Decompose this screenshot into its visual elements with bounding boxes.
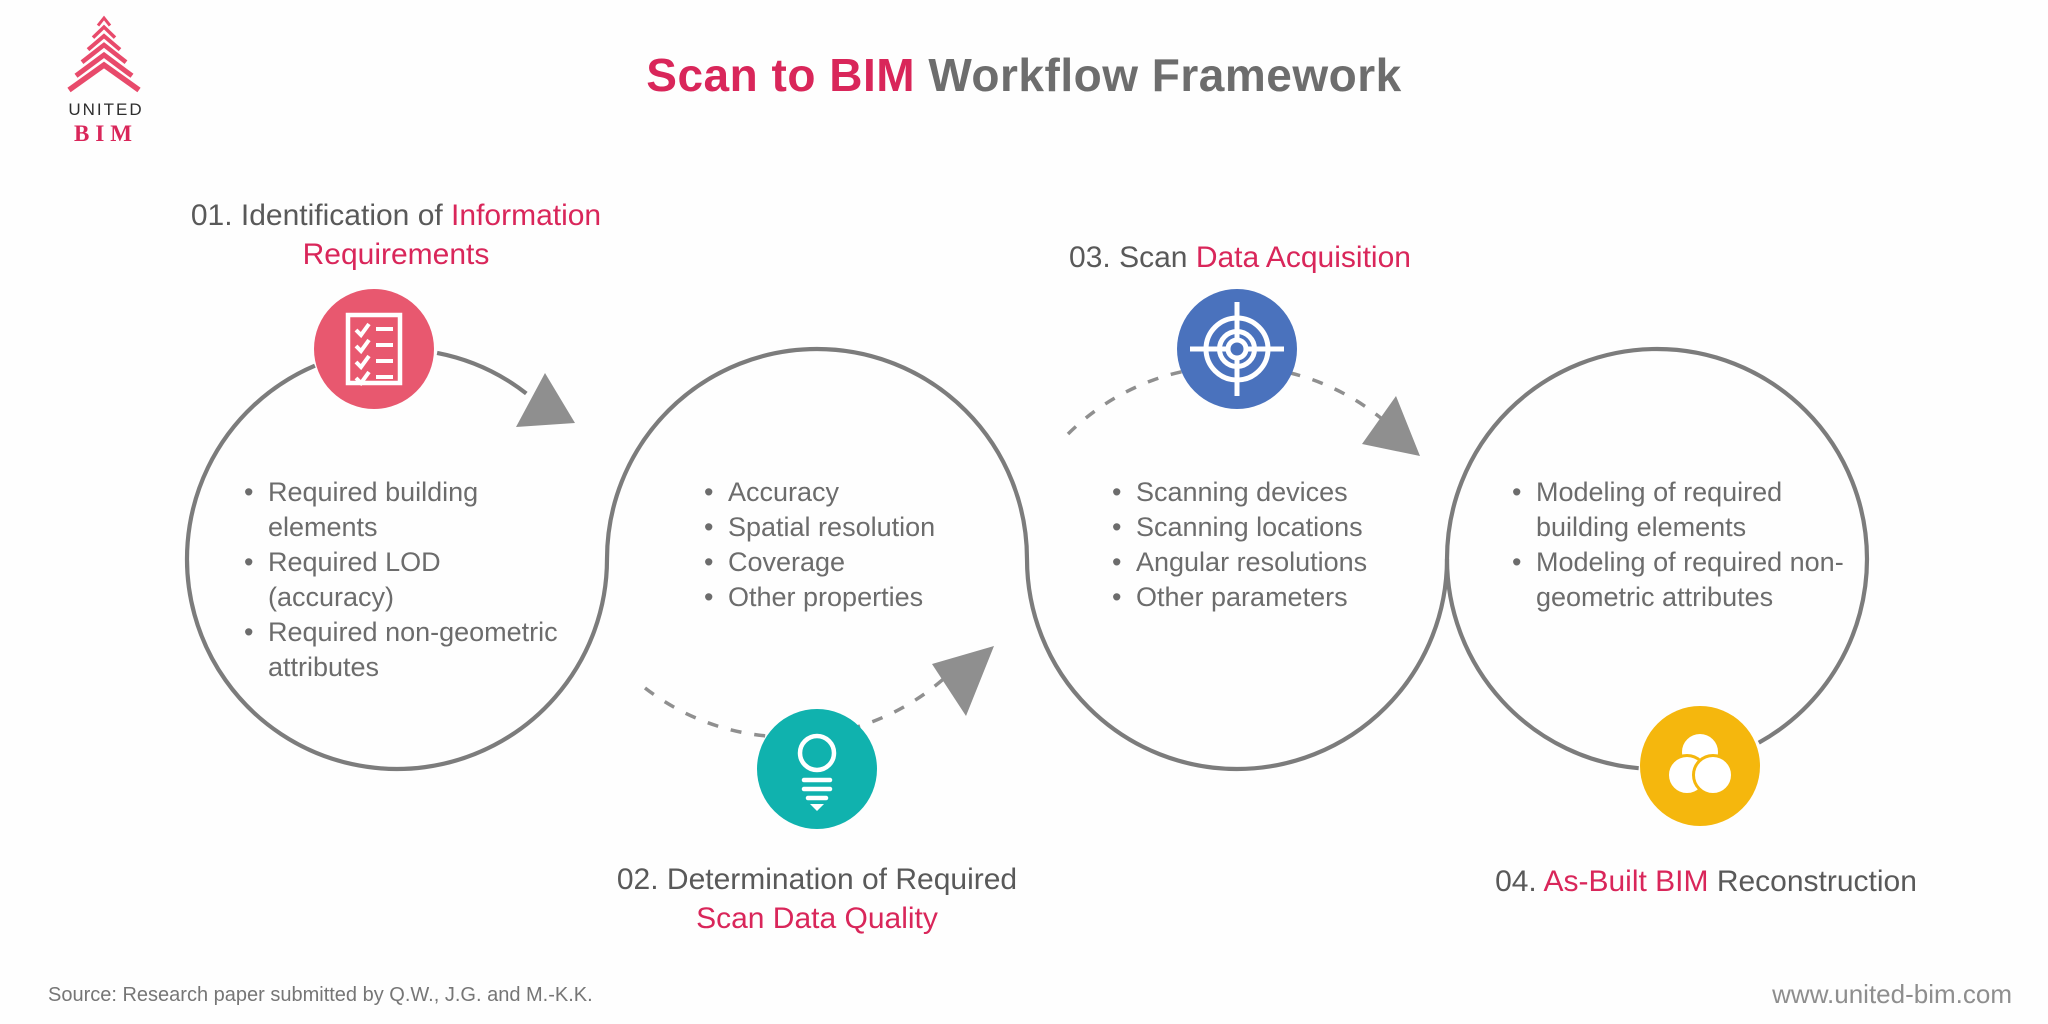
logo-word: UNITED [68,100,144,119]
logo-brand: BIM [74,121,138,146]
list-item: Coverage [700,545,1000,580]
list-item: Accuracy [700,475,1000,510]
list-item: Modeling of required building elements [1508,475,1853,545]
list-item: Required building elements [240,475,570,545]
circle1-loop [184,363,610,772]
step1-heading-accent: Information Requirements [302,199,602,271]
checklist-icon [345,312,403,387]
step4-heading-post: Reconstruction [1708,865,1917,898]
website-url: www.united-bim.com [1772,979,2012,1009]
united-bim-logo: UNITED BIM [44,14,168,147]
step2-bullet-list: Accuracy Spatial resolution Coverage Oth… [700,475,1000,615]
list-item: Spatial resolution [700,510,1000,545]
step4-heading-accent: As-Built BIM [1543,865,1709,898]
step1-badge [314,289,434,409]
list-item: Required LOD (accuracy) [240,545,570,615]
list-item: Scanning locations [1108,510,1428,545]
circle1-arrow-arc [436,350,528,396]
title-accent: Scan to BIM [646,49,916,101]
list-item: Other properties [700,580,1000,615]
step2-heading-accent: Scan Data Quality [696,902,938,935]
step4-badge [1640,706,1760,826]
list-item: Required non-geometric attributes [240,615,570,685]
list-item: Scanning devices [1108,475,1428,510]
list-item: Modeling of required non-geometric attri… [1508,545,1853,615]
step3-badge [1177,289,1297,409]
arrow-step2-icon [932,646,994,716]
circle4-top-arc [1444,346,1870,745]
serpentine-path [184,346,1870,772]
page-title: Scan to BIM Workflow Framework [0,48,2048,102]
list-item: Angular resolutions [1108,545,1428,580]
step2-heading: 02. Determination of Required Scan Data … [587,860,1047,938]
step4-bullet-list: Modeling of required building elements M… [1508,475,1853,615]
source-note: Source: Research paper submitted by Q.W.… [48,984,593,1006]
step1-badge-circle [314,289,434,409]
step4-heading: 04. As-Built BIM Reconstruction [1406,862,2006,901]
logo-pyramid-icon [67,15,141,93]
flow-arrows [516,373,1420,716]
step1-heading: 01. Identification of Information Requir… [160,196,632,274]
step4-heading-pre: 04. [1495,865,1544,898]
step1-bullet-list: Required building elements Required LOD … [240,475,570,685]
step3-heading-pre: 03. Scan [1069,241,1196,274]
title-rest: Workflow Framework [915,49,1402,101]
target-icon [1190,302,1284,396]
circle2-top-arc [604,346,1030,560]
step2-heading-pre: 02. Determination of Required [616,863,1018,896]
lightbulb-icon [797,733,837,811]
arrow-step3-icon [1362,396,1420,456]
step3-heading: 03. Scan Data Acquisition [1000,238,1480,277]
circle3-bottom-arc [1024,558,1450,772]
step1-heading-pre: 01. Identification of [190,199,452,232]
step3-heading-accent: Data Acquisition [1195,241,1411,274]
step2-badge [757,709,877,829]
venn-icon [1666,731,1734,796]
step3-bullet-list: Scanning devices Scanning locations Angu… [1108,475,1428,615]
list-item: Other parameters [1108,580,1428,615]
circle4-bottom-arc [1444,558,1639,771]
arrow-step1-icon [516,373,575,427]
